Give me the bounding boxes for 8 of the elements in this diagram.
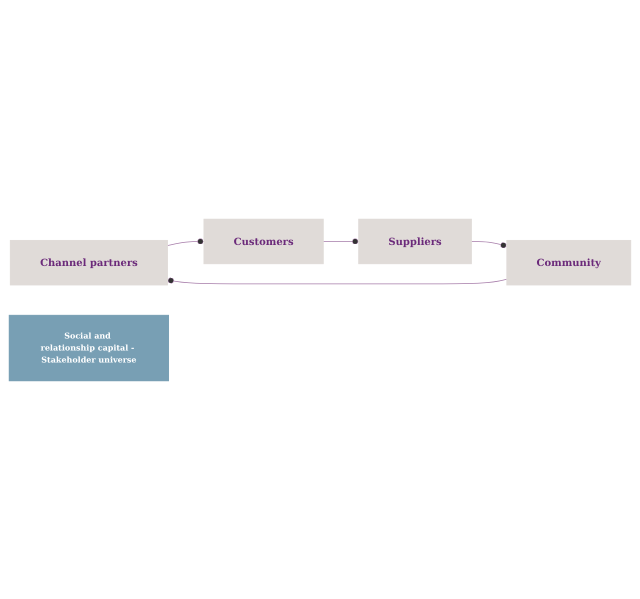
connector — [323, 238, 359, 244]
connector — [167, 238, 204, 246]
connector — [167, 277, 507, 284]
node-box: Customers — [203, 218, 324, 264]
node-box: Community — [506, 239, 632, 285]
connector — [471, 240, 507, 248]
node-box: Channel partners — [10, 239, 168, 285]
node-box: Suppliers — [358, 218, 472, 264]
